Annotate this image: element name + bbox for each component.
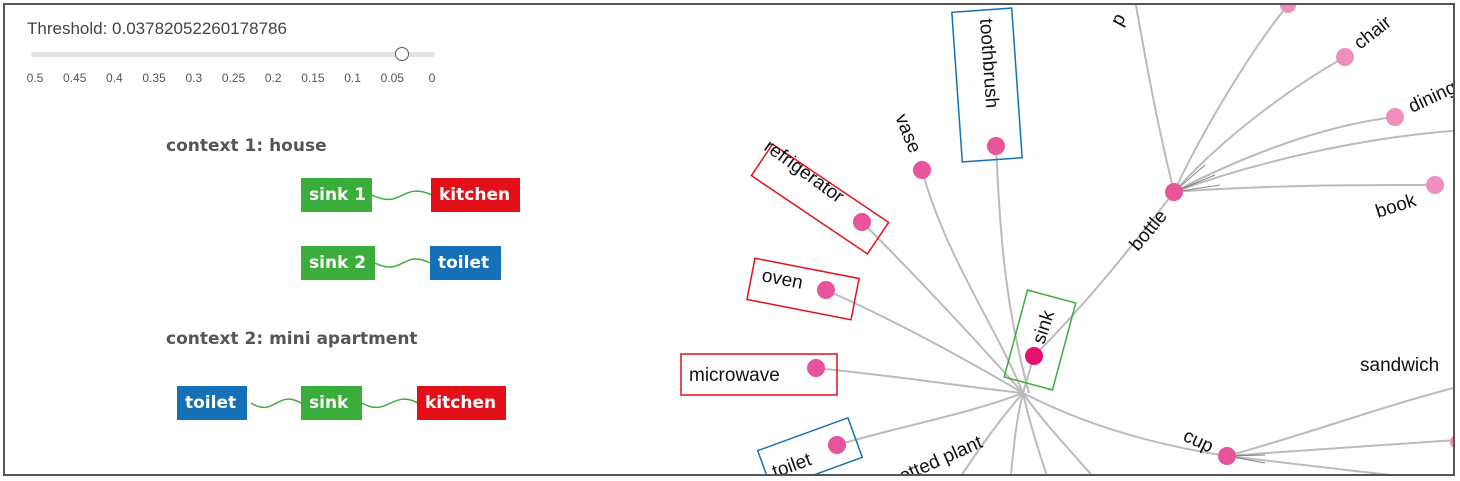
context-1-title: context 1: house <box>166 136 327 156</box>
slider-tick-label: 0.05 <box>380 71 404 85</box>
edge-cup-right-1 <box>1226 439 1453 457</box>
edge-sink-toothbrush <box>995 145 1030 394</box>
edge-sink-refrigerator <box>861 221 1024 394</box>
slider-tick-label: 0.1 <box>344 71 361 85</box>
edge-bottle-book <box>1173 184 1436 193</box>
node-oven <box>817 281 835 299</box>
node-cup-right <box>1450 436 1453 448</box>
connector-sink-kitchen <box>361 398 419 409</box>
edge-cup-right-2 <box>1226 455 1391 474</box>
threshold-label: Threshold: 0.03782052260178786 <box>27 19 287 38</box>
edge-bottle-p <box>1134 5 1175 193</box>
tag-kitchen: kitchen <box>431 178 520 212</box>
node-microwave <box>807 359 825 377</box>
slider-tick-label: 0.3 <box>185 71 203 85</box>
edge-bottle-right <box>1173 129 1453 193</box>
node-sink <box>1025 347 1043 365</box>
graph-node-labels: toothbrush vase refrigerator oven microw… <box>689 10 1455 476</box>
slider-tick-label: 0.25 <box>221 71 246 85</box>
label-bottle: bottle <box>1126 206 1172 255</box>
tag-sink-2: sink 2 <box>301 246 375 280</box>
context-connectors <box>250 190 433 409</box>
label-microwave: microwave <box>689 365 780 386</box>
visualization-panel: Threshold: 0.03782052260178786 0.5 0.45 0.… <box>3 3 1455 476</box>
slider-tick-label: 0.4 <box>106 71 123 85</box>
box-microwave <box>680 353 838 396</box>
threshold-slider-track[interactable] <box>31 52 435 57</box>
slider-tick-label: 0 <box>428 71 436 85</box>
edge-sink-oven <box>825 289 1024 394</box>
node-toothbrush <box>987 137 1005 155</box>
box-sink <box>1003 289 1077 391</box>
node-toilet <box>828 436 846 454</box>
graph-label-boxes <box>680 7 1077 474</box>
box-oven <box>746 257 860 321</box>
connector-sink1-kitchen <box>371 190 433 201</box>
node-dining <box>1386 108 1404 126</box>
box-refrigerator <box>750 143 890 255</box>
label-sandwich: sandwich <box>1360 355 1439 376</box>
label-p: p <box>1107 10 1131 29</box>
edge-sink-vase <box>921 169 1024 394</box>
slider-tick-label: 0.5 <box>26 71 44 85</box>
box-toilet <box>756 416 864 474</box>
slider-tick-label: 0.45 <box>63 71 87 85</box>
label-potted-plant: potted plant <box>886 432 986 476</box>
box-toothbrush <box>951 7 1023 163</box>
label-toothbrush: toothbrush <box>975 18 1002 109</box>
context-2-title: context 2: mini apartment <box>166 329 418 349</box>
label-book: book <box>1373 190 1419 223</box>
object-graph: toothbrush vase refrigerator oven microw… <box>680 5 1455 476</box>
edge-sink-microwave <box>815 367 1024 394</box>
slider-tick-label: 0.35 <box>142 71 166 85</box>
node-top <box>1280 5 1296 13</box>
edge-cup-sandwich <box>1226 387 1453 457</box>
label-refrigerator: refrigerator <box>760 136 848 208</box>
tag-sink: sink <box>301 386 362 420</box>
edge-sink-south-3 <box>1022 392 1092 474</box>
label-sink: sink <box>1029 307 1060 346</box>
label-oven: oven <box>760 265 804 293</box>
tag-toilet: toilet <box>430 246 501 280</box>
edge-bottle-node-top <box>1173 5 1289 193</box>
edge-sink-south-1 <box>1010 392 1024 474</box>
edge-bottle-chair <box>1173 56 1346 193</box>
connector-toilet-sink <box>250 398 302 409</box>
connector-sink2-toilet <box>374 258 431 268</box>
tag-sink-1: sink 1 <box>301 178 372 212</box>
node-cup <box>1218 447 1236 465</box>
node-chair <box>1336 48 1354 66</box>
edge-sink-cup <box>1022 392 1228 457</box>
label-vase: vase <box>890 111 925 156</box>
label-toilet: toilet <box>770 449 816 476</box>
label-dining: dining <box>1405 77 1455 117</box>
edge-sink-toilet <box>836 392 1024 446</box>
tag-toilet: toilet <box>177 386 247 420</box>
node-vase <box>913 161 931 179</box>
graph-edges <box>815 5 1453 474</box>
edge-bottle-dining <box>1173 116 1396 193</box>
edge-sink-potted-plant <box>961 392 1024 474</box>
threshold-slider-thumb[interactable] <box>394 47 409 61</box>
slider-tick-label: 0.2 <box>264 71 282 85</box>
label-chair: chair <box>1350 12 1396 54</box>
tag-kitchen: kitchen <box>417 386 506 420</box>
node-book <box>1426 176 1444 194</box>
node-bottle <box>1165 183 1183 201</box>
edge-sink-south-2 <box>1022 392 1048 474</box>
edge-sink-bottle <box>1033 191 1175 357</box>
slider-tick-label: 0.15 <box>301 71 325 85</box>
graph-nodes <box>807 5 1453 465</box>
node-refrigerator <box>853 213 871 231</box>
